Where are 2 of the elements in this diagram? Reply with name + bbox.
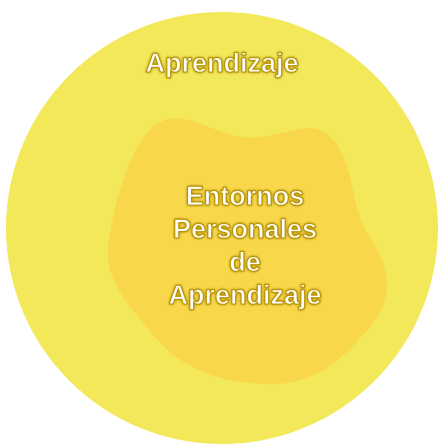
node-label: Aprendizaje (144, 47, 300, 80)
node-label: Entornos Personales de Aprendizaje (167, 180, 323, 312)
